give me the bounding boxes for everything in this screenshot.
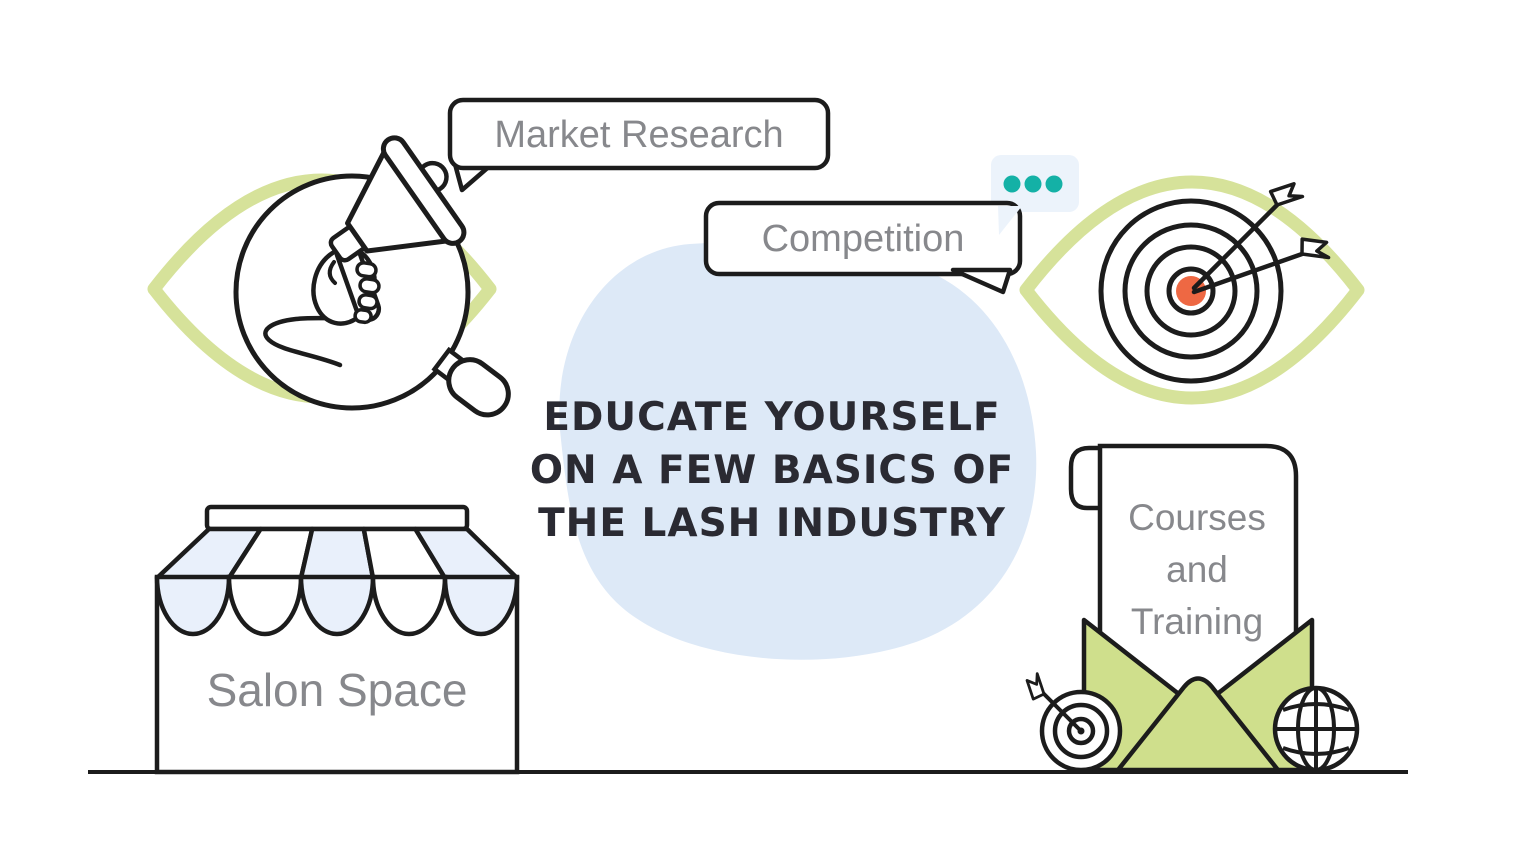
storefront-sign-bar (204, 504, 470, 532)
background-blob (559, 241, 1037, 660)
storefront-awning-icon: Salon Space (154, 504, 520, 775)
bubble-body (703, 200, 1023, 277)
scroll-line1: Courses (1128, 497, 1266, 538)
bubble-tail (950, 267, 1013, 295)
awning-slope (154, 526, 520, 581)
salon-space-label: Salon Space (207, 664, 468, 716)
eye-target-arrows-icon (1019, 175, 1365, 405)
globe-icon (1272, 685, 1360, 773)
megaphone-icon (328, 135, 467, 263)
arrow-icon (1191, 237, 1331, 295)
arrow-icon (1191, 182, 1305, 291)
bubble-body (447, 97, 831, 171)
headline-line1: EDUCATE YOURSELF (543, 395, 1000, 440)
awning-scallops (154, 574, 520, 637)
scroll-line2: and (1166, 549, 1228, 590)
target-arrow-icon (1025, 672, 1123, 773)
scroll-line3: Training (1131, 601, 1263, 642)
market-research-label: Market Research (494, 114, 783, 156)
headline: EDUCATE YOURSELF ON A FEW BASICS OF THE … (530, 395, 1014, 546)
headline-line2: ON A FEW BASICS OF (530, 448, 1014, 493)
typing-bubble-tail (998, 206, 1022, 235)
eye-magnifier-megaphone-icon (147, 135, 511, 418)
competition-bubble: Competition (703, 155, 1079, 295)
magnifier-handle (431, 346, 511, 418)
envelope-fold (1115, 676, 1281, 773)
envelope-scroll-icon: Courses and Training (1068, 443, 1315, 773)
competition-label: Competition (762, 218, 965, 260)
typing-dots-icon (1003, 175, 1063, 193)
scroll-sheet (1097, 443, 1299, 708)
market-research-bubble: Market Research (447, 97, 831, 193)
headline-line3: THE LASH INDUSTRY (538, 501, 1006, 546)
hand-fingers (327, 260, 381, 325)
